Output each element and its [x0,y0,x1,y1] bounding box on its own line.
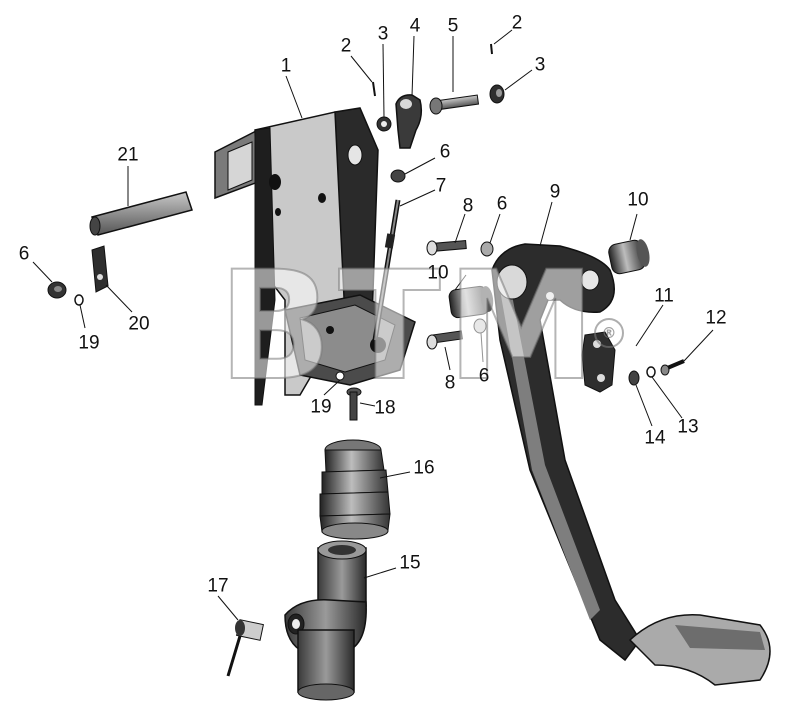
registered-mark: ® [594,318,624,348]
washer-part-13 [646,366,656,378]
bolt-part-18 [346,387,362,421]
callout-3-left: 3 [377,23,389,45]
callout-13: 13 [677,416,699,438]
pin-part-2-left [372,81,376,97]
callout-6-top: 6 [439,141,451,163]
callout-21: 21 [117,144,139,166]
callout-2-left: 2 [340,35,352,57]
bushing-part-10-left [448,285,494,319]
callout-12: 12 [705,307,727,329]
callout-15: 15 [399,552,421,574]
nut-part-6-lower [473,318,487,334]
cylinder-part-15 [284,540,367,701]
washer-part-3-left [376,116,392,132]
callout-10-right: 10 [627,189,649,211]
callout-1: 1 [280,55,292,77]
leader-lines [32,29,714,621]
rod-part-7 [372,199,401,341]
nut-part-3-right [489,84,505,104]
callout-11: 11 [654,285,674,307]
washer-part-19-left [74,294,84,306]
callout-7: 7 [435,175,447,197]
callout-20: 20 [128,313,150,335]
callout-3-right: 3 [534,54,546,76]
clevis-part-4 [395,94,423,149]
callout-19-left: 19 [78,332,100,354]
callout-9: 9 [549,181,561,203]
watermark: ВТМ [217,240,602,414]
shaft-part-21 [89,191,193,236]
plate-part-20 [91,245,109,293]
washer-part-14 [628,370,640,386]
nut-part-6-left [47,281,67,299]
bolt-part-8-bottom [426,330,463,350]
boot-part-16 [319,439,391,540]
bracket-part-1 [214,107,416,406]
callout-8-top: 8 [462,195,474,217]
callout-19-center: 19 [310,396,332,418]
callout-6-middle: 6 [496,193,508,215]
callout-10-left: 10 [427,262,449,284]
bolt-part-8-top [426,239,467,256]
callout-5: 5 [447,15,459,37]
pin-part-2-right [490,43,493,55]
callout-14: 14 [644,427,666,449]
callout-18: 18 [374,397,396,419]
screw-part-12 [660,359,685,376]
callout-8-bottom: 8 [444,372,456,394]
bolt-part-5 [429,94,480,115]
callout-2-right: 2 [511,12,523,34]
callout-16: 16 [413,457,435,479]
nut-part-6-middle [480,241,494,257]
callout-6-lower: 6 [478,365,490,387]
callout-6-left: 6 [18,243,30,265]
callout-17: 17 [207,575,229,597]
nut-part-6-top [390,169,406,183]
callout-4: 4 [409,15,421,37]
bushing-part-10-right [608,239,650,275]
pin-part-17 [226,619,264,677]
pedal-lever-part-9 [491,243,771,686]
